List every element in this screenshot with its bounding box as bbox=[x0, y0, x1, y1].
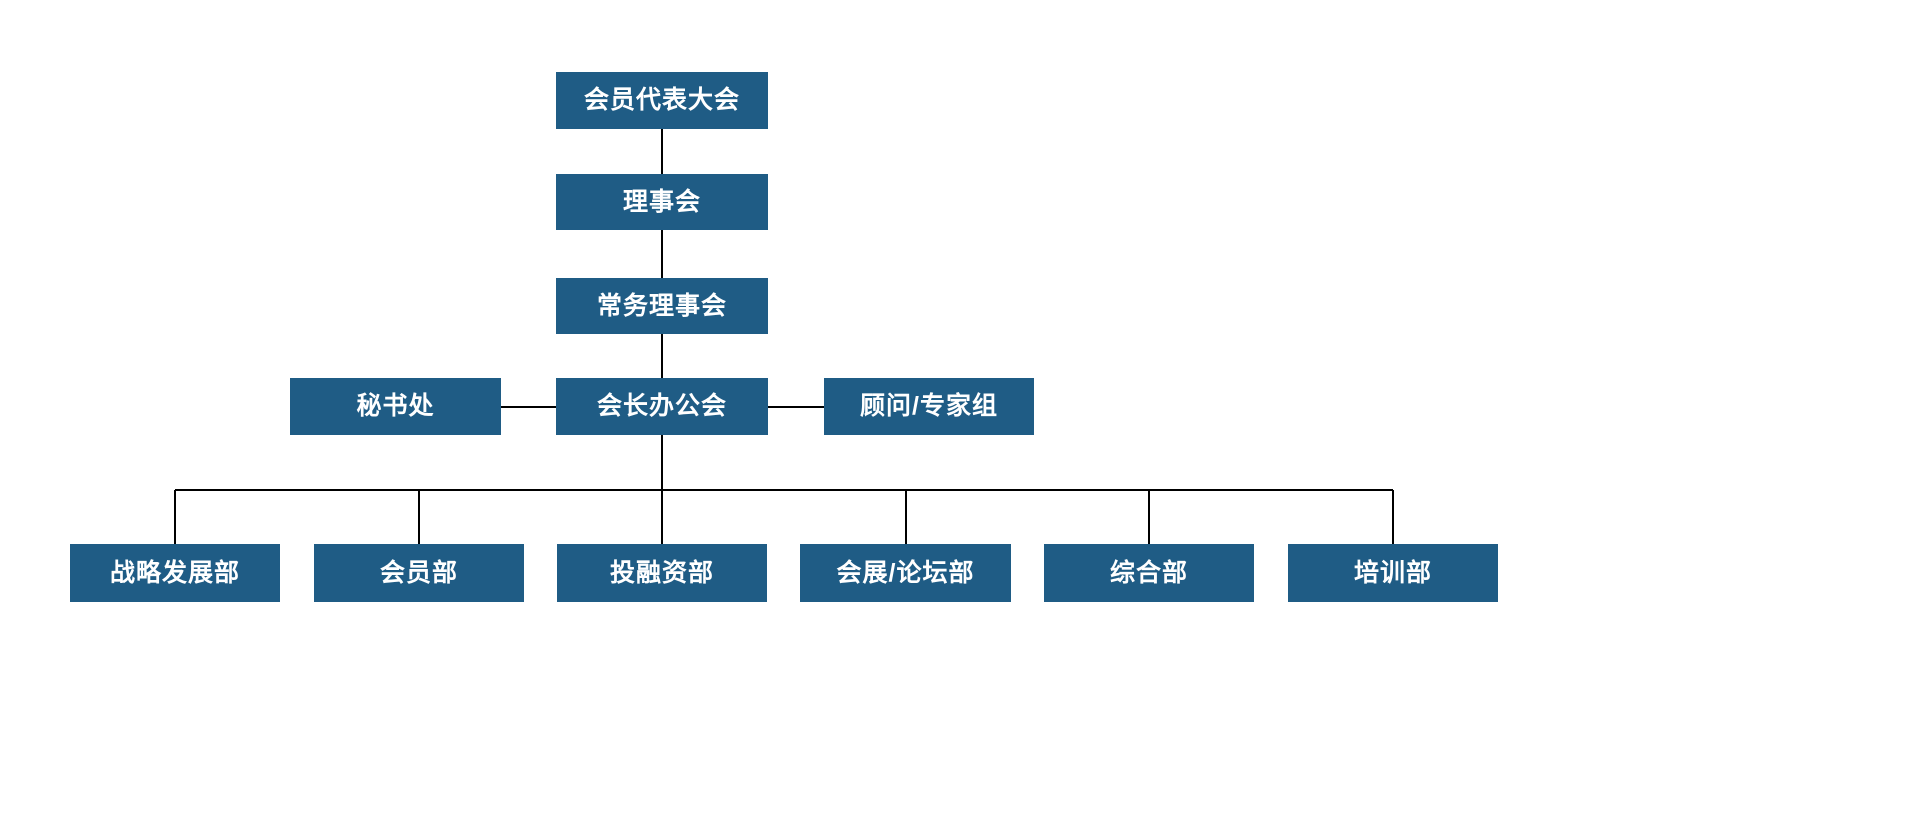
org-node-president-office[interactable]: 会长办公会 bbox=[556, 378, 768, 435]
org-node-label: 会员代表大会 bbox=[583, 86, 740, 114]
org-node-standing-council[interactable]: 常务理事会 bbox=[556, 278, 768, 334]
org-node-label: 秘书处 bbox=[356, 392, 435, 420]
org-node-exhibition-forum-dept[interactable]: 会展/论坛部 bbox=[800, 544, 1011, 602]
org-node-label: 会长办公会 bbox=[596, 392, 727, 420]
org-node-board-of-directors[interactable]: 理事会 bbox=[556, 174, 768, 230]
org-node-label: 培训部 bbox=[1353, 558, 1432, 587]
org-node-membership-dept[interactable]: 会员部 bbox=[314, 544, 524, 602]
org-node-training-dept[interactable]: 培训部 bbox=[1288, 544, 1498, 602]
org-node-label: 投融资部 bbox=[609, 558, 714, 587]
org-node-label: 会展/论坛部 bbox=[836, 558, 975, 587]
org-node-label: 会员部 bbox=[379, 558, 458, 587]
org-node-investment-financing-dept[interactable]: 投融资部 bbox=[557, 544, 767, 602]
org-node-label: 理事会 bbox=[622, 187, 701, 216]
org-node-member-assembly[interactable]: 会员代表大会 bbox=[556, 72, 768, 129]
org-node-label: 常务理事会 bbox=[596, 291, 727, 320]
org-node-advisor-expert-group[interactable]: 顾问/专家组 bbox=[824, 378, 1034, 435]
org-node-strategy-development-dept[interactable]: 战略发展部 bbox=[70, 544, 280, 602]
org-node-label: 综合部 bbox=[1109, 558, 1188, 587]
org-node-label: 战略发展部 bbox=[109, 558, 240, 587]
org-node-general-affairs-dept[interactable]: 综合部 bbox=[1044, 544, 1254, 602]
org-node-label: 顾问/专家组 bbox=[860, 392, 998, 420]
org-node-secretariat[interactable]: 秘书处 bbox=[290, 378, 501, 435]
